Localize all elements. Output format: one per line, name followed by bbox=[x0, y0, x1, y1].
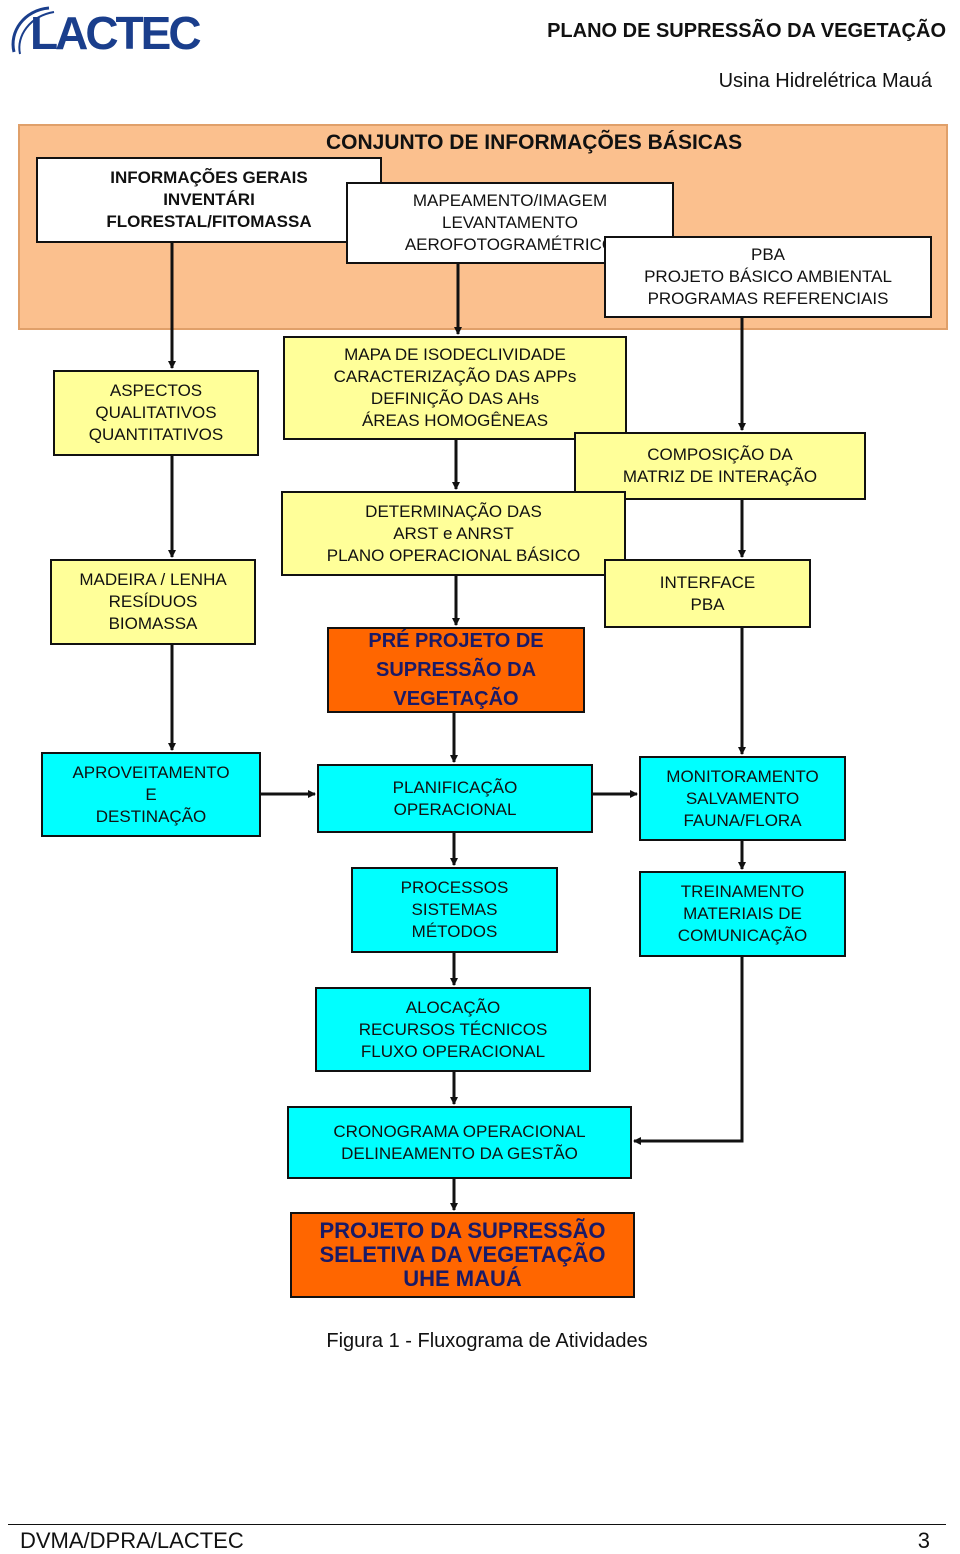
box-pre-projeto: PRÉ PROJETO DE SUPRESSÃO DA VEGETAÇÃO bbox=[327, 627, 585, 713]
box-aspectos: ASPECTOS QUALITATIVOS QUANTITATIVOS bbox=[53, 370, 259, 456]
box-line: MÉTODOS bbox=[411, 922, 498, 941]
box-line: RECURSOS TÉCNICOS bbox=[358, 1019, 548, 1039]
box-line: ASPECTOS bbox=[109, 381, 203, 400]
box-line: UHE MAUÁ bbox=[403, 1266, 522, 1291]
box-line: LEVANTAMENTO bbox=[441, 213, 579, 232]
box-line: MATRIZ DE INTERAÇÃO bbox=[622, 467, 818, 486]
box-line: FLORESTAL/FITOMASSA bbox=[106, 212, 312, 231]
box-line: MAPEAMENTO/IMAGEM bbox=[412, 191, 608, 210]
box-info-gerais: INFORMAÇÕES GERAIS INVENTÁRI FLORESTAL/FIT… bbox=[36, 157, 382, 243]
box-madeira: MADEIRA / LENHA RESÍDUOS BIOMASSA bbox=[50, 559, 256, 645]
footer-left: DVMA/DPRA/LACTEC bbox=[20, 1528, 244, 1553]
box-line: FAUNA/FLORA bbox=[683, 810, 802, 830]
box-line: PROJETO BÁSICO AMBIENTAL bbox=[644, 267, 892, 286]
box-line: PROGRAMAS REFERENCIAIS bbox=[647, 289, 889, 308]
box-line: QUALITATIVOS bbox=[95, 403, 217, 422]
doc-subtitle: Usina Hidrelétrica Mauá bbox=[718, 70, 932, 92]
box-processos: PROCESSOS SISTEMAS MÉTODOS bbox=[351, 867, 558, 953]
figure-caption: Figura 1 - Fluxograma de Atividades bbox=[326, 1330, 648, 1352]
arrow-treinamento-to-cronograma bbox=[633, 957, 744, 1145]
box-line: E bbox=[145, 784, 157, 804]
box-line: CARACTERIZAÇÃO DAS APPs bbox=[333, 367, 577, 386]
box-line: PROCESSOS bbox=[400, 878, 509, 897]
box-line: MAPA DE ISODECLIVIDADE bbox=[344, 345, 566, 364]
box-pba: PBA PROJETO BÁSICO AMBIENTAL PROGRAMAS REF… bbox=[604, 236, 932, 318]
box-line: PRÉ PROJETO DE bbox=[368, 629, 544, 652]
logo-swoosh-icon bbox=[11, 6, 55, 55]
box-line: DELINEAMENTO DA GESTÃO bbox=[341, 1143, 578, 1163]
box-line: TREINAMENTO bbox=[680, 882, 805, 901]
box-line: COMPOSIÇÃO DA bbox=[647, 445, 793, 464]
box-line: CRONOGRAMA OPERACIONAL bbox=[333, 1121, 586, 1141]
box-line: SELETIVA DA VEGETAÇÃO bbox=[319, 1242, 606, 1267]
box-line: QUANTITATIVOS bbox=[88, 425, 224, 444]
box-line: PLANIFICAÇÃO bbox=[392, 777, 518, 797]
box-line: ÁREAS HOMOGÊNEAS bbox=[361, 411, 549, 430]
box-line: SISTEMAS bbox=[411, 900, 498, 919]
page-number: 3 bbox=[917, 1528, 930, 1553]
box-line: PROJETO DA SUPRESSÃO bbox=[319, 1218, 606, 1243]
panel-title: CONJUNTO DE INFORMAÇÕES BÁSICAS bbox=[326, 131, 743, 154]
logo-text: LACTEC bbox=[30, 7, 202, 59]
box-composicao: COMPOSIÇÃO DA MATRIZ DE INTERAÇÃO bbox=[574, 432, 866, 500]
box-line: RESÍDUOS bbox=[108, 592, 198, 611]
box-line: DETERMINAÇÃO DAS bbox=[365, 501, 542, 521]
box-line: FLUXO OPERACIONAL bbox=[360, 1041, 546, 1061]
box-line: DESTINAÇÃO bbox=[95, 806, 207, 826]
box-line: SALVAMENTO bbox=[685, 788, 800, 808]
box-line: APROVEITAMENTO bbox=[72, 762, 230, 782]
box-mapeamento: MAPEAMENTO/IMAGEM LEVANTAMENTO AEROFOTOGRA… bbox=[346, 182, 674, 264]
box-line: PBA bbox=[690, 594, 725, 614]
box-line: INFORMAÇÕES GERAIS bbox=[110, 168, 308, 187]
box-line: BIOMASSA bbox=[108, 614, 198, 633]
footer-rule bbox=[8, 1524, 946, 1525]
box-line: INVENTÁRI bbox=[163, 190, 255, 209]
box-line: MONITORAMENTO bbox=[666, 766, 819, 786]
box-line: INTERFACE bbox=[659, 572, 756, 592]
box-line: PLANO OPERACIONAL BÁSICO bbox=[326, 545, 581, 565]
box-line: ARST e ANRST bbox=[393, 523, 514, 543]
box-line: DEFINIÇÃO DAS AHs bbox=[370, 389, 540, 408]
logo: LACTEC bbox=[4, 2, 202, 62]
box-line: SUPRESSÃO DA bbox=[375, 658, 537, 681]
box-line: ALOCAÇÃO bbox=[405, 997, 501, 1017]
box-treinamento: TREINAMENTO MATERIAIS DE COMUNICAÇÃO bbox=[639, 871, 846, 957]
doc-title: PLANO DE SUPRESSÃO DA VEGETAÇÃO bbox=[547, 20, 946, 42]
box-line: PBA bbox=[750, 245, 786, 264]
box-line: AEROFOTOGRAMÉTRICO bbox=[404, 235, 616, 254]
box-mapa: MAPA DE ISODECLIVIDADE CARACTERIZAÇÃO DAS… bbox=[283, 336, 627, 440]
box-line: MADEIRA / LENHA bbox=[79, 570, 227, 589]
box-line: OPERACIONAL bbox=[393, 799, 517, 819]
box-line: MATERIAIS DE bbox=[683, 904, 802, 923]
box-line: VEGETAÇÃO bbox=[393, 687, 519, 710]
box-line: COMUNICAÇÃO bbox=[677, 926, 808, 945]
